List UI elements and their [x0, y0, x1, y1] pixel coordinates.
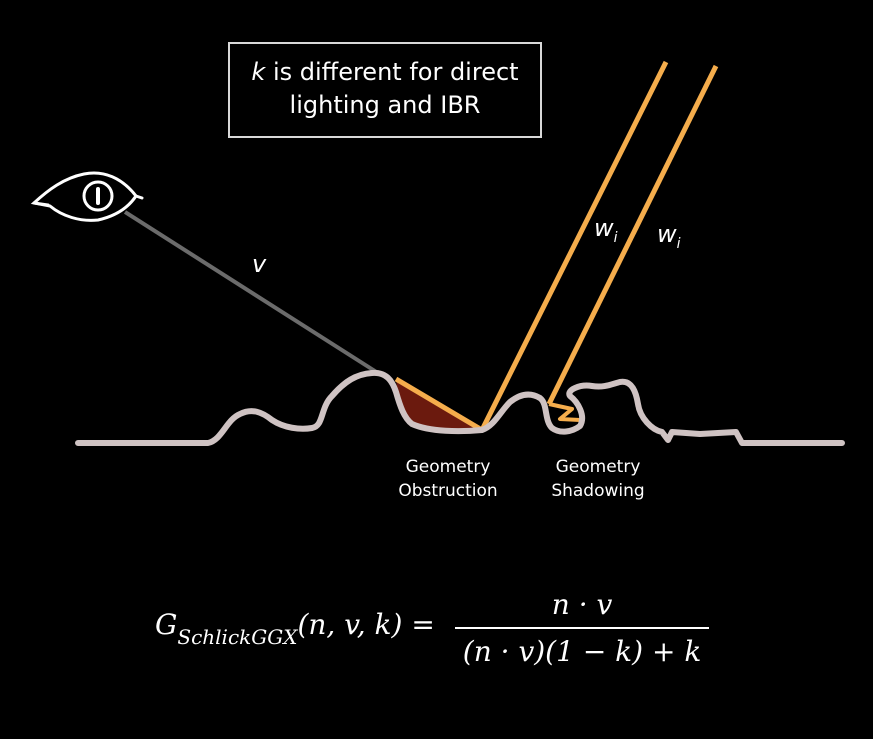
- formula-denominator-text: (n · v)(1 − k) + k: [462, 635, 702, 668]
- formula-g: G: [155, 607, 178, 641]
- view-vector-symbol: v: [252, 250, 267, 278]
- rough-surface: [75, 369, 845, 446]
- light-vector-symbol-1: w: [594, 214, 614, 242]
- k-note-box: k is different for direct lighting and I…: [228, 42, 542, 138]
- fraction-bar: [454, 627, 710, 629]
- view-ray: [123, 210, 380, 375]
- formula-numerator: n · v: [542, 588, 623, 627]
- formula-subscript: SchlickGGX: [177, 624, 298, 649]
- reflected-segment: [394, 376, 484, 433]
- obstruction-caption-line-1: Geometry: [405, 457, 491, 477]
- shadowing-caption-line-2: Shadowing: [551, 481, 645, 501]
- shadowing-zigzag: [548, 402, 581, 422]
- light-ray-2: [546, 64, 719, 406]
- schlick-ggx-formula: GSchlickGGX(n, v, k) = n · v (n · v)(1 −…: [155, 588, 710, 668]
- geometry-obstruction-caption: Geometry Obstruction: [388, 455, 508, 503]
- view-vector-label: v: [252, 250, 266, 278]
- geometry-shadowing-caption: Geometry Shadowing: [538, 455, 658, 503]
- formula-args: (n, v, k) =: [297, 607, 435, 641]
- light-ray-1: [479, 60, 669, 432]
- k-symbol: k: [251, 58, 266, 86]
- light-vector-symbol-2: w: [657, 220, 677, 248]
- formula-lhs: GSchlickGGX(n, v, k) =: [155, 608, 435, 649]
- k-note-line-1: k is different for direct: [230, 56, 540, 89]
- formula-numerator-text: n · v: [551, 588, 613, 621]
- formula-denominator: (n · v)(1 − k) + k: [455, 629, 710, 668]
- light-vector-label-2: wi: [657, 220, 681, 252]
- formula-fraction: n · v (n · v)(1 − k) + k: [454, 588, 710, 668]
- light-vector-subscript-1: i: [613, 230, 618, 246]
- shadowing-caption-line-1: Geometry: [555, 457, 641, 477]
- eye-icon: [30, 171, 144, 222]
- obstruction-caption-line-2: Obstruction: [398, 481, 498, 501]
- k-note-line-2: lighting and IBR: [289, 91, 481, 119]
- light-vector-subscript-2: i: [676, 236, 681, 252]
- light-vector-label-1: wi: [594, 214, 618, 246]
- k-note-text: is different for direct: [265, 58, 519, 86]
